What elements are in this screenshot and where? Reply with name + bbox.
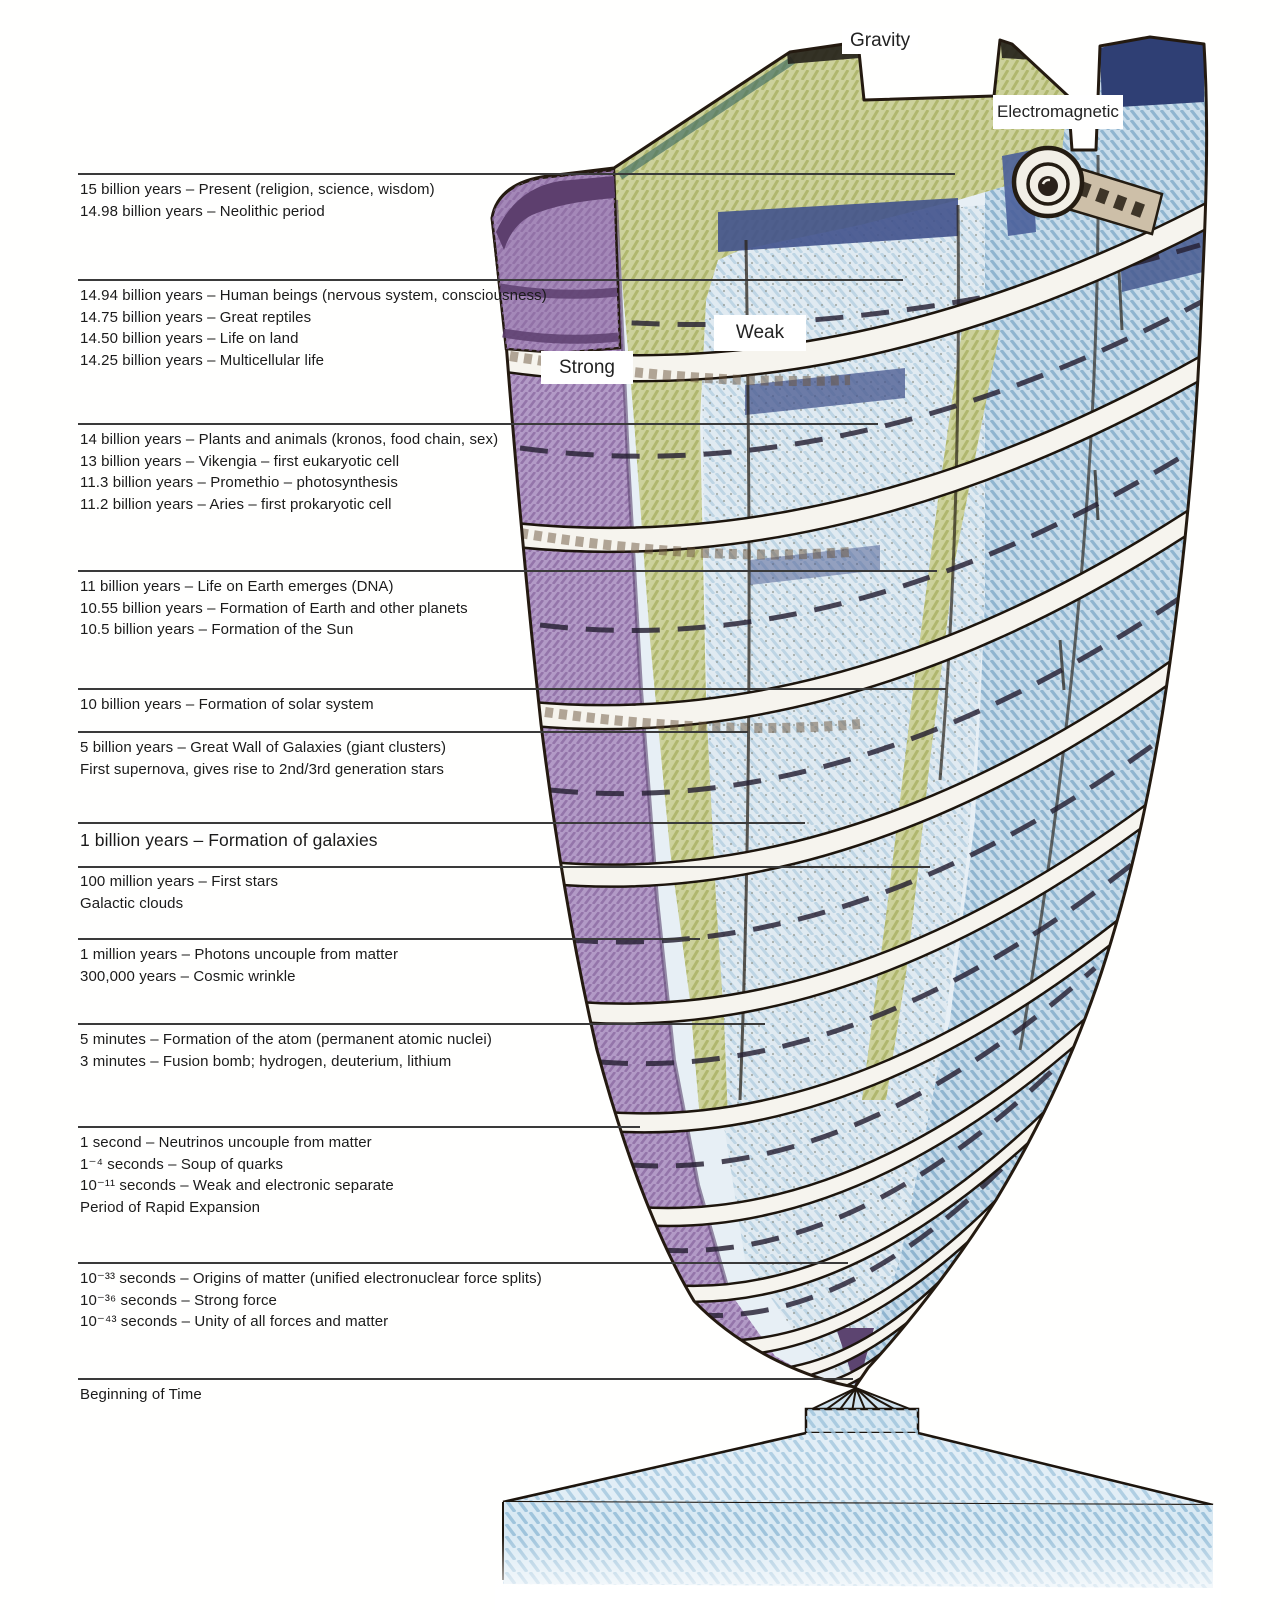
- timeline-entry: 300,000 years – Cosmic wrinkle: [80, 967, 296, 985]
- leader-lines: [78, 173, 955, 1380]
- force-label-strong: Strong: [541, 351, 633, 384]
- timeline-entry: 14.75 billion years – Great reptiles: [80, 308, 312, 326]
- timeline-group: 5 billion years – Great Wall of Galaxies…: [80, 737, 446, 780]
- timeline-entry: 1⁻⁴ seconds – Soup of quarks: [80, 1155, 284, 1173]
- timeline-entry: 3 minutes – Fusion bomb; hydrogen, deute…: [80, 1052, 452, 1070]
- timeline-entry: 10.55 billion years – Formation of Earth…: [80, 599, 468, 617]
- timeline-entry: 14 billion years – Plants and animals (k…: [80, 431, 499, 448]
- em-coil: [1002, 145, 1164, 236]
- timeline-entry: 13 billion years – Vikengia – first euka…: [80, 452, 400, 470]
- timeline-group: 100 million years – First stars Galactic…: [80, 871, 278, 914]
- timeline-group: 14 billion years – Plants and animals (k…: [80, 429, 498, 515]
- timeline-group: 10 billion years – Formation of solar sy…: [80, 694, 374, 716]
- timeline-entry: 14.50 billion years – Life on land: [80, 330, 299, 347]
- timeline-entry: 10⁻³³ seconds – Origins of matter (unifi…: [80, 1270, 542, 1287]
- timeline-entry: 14.98 billion years – Neolithic period: [80, 202, 325, 220]
- base-pyramid: [495, 1431, 1221, 1610]
- force-label-electromagnetic: Electromagnetic: [993, 95, 1123, 129]
- timeline-group: Beginning of Time: [80, 1384, 202, 1406]
- timeline-entry: 1 second – Neutrinos uncouple from matte…: [80, 1134, 372, 1151]
- timeline-entry: 1 billion years – Formation of galaxies: [80, 830, 378, 850]
- timeline-entry: 5 minutes – Formation of the atom (perma…: [80, 1031, 492, 1048]
- timeline-entry: 10⁻⁴³ seconds – Unity of all forces and …: [80, 1313, 389, 1330]
- timeline-group: 1 billion years – Formation of galaxies: [80, 828, 378, 852]
- timeline-group: 1 million years – Photons uncouple from …: [80, 944, 398, 987]
- timeline-entry: 14.25 billion years – Multicellular life: [80, 351, 325, 369]
- timeline-entry: 11 billion years – Life on Earth emerges…: [80, 578, 394, 595]
- force-label-gravity: Gravity: [842, 28, 919, 54]
- timeline-entry: 5 billion years – Great Wall of Galaxies…: [80, 739, 447, 756]
- timeline-entry: First supernova, gives rise to 2nd/3rd g…: [80, 760, 445, 778]
- timeline-group: 14.94 billion years – Human beings (nerv…: [80, 285, 547, 371]
- timeline-entry: 10.5 billion years – Formation of the Su…: [80, 621, 354, 638]
- timeline-group: 10⁻³³ seconds – Origins of matter (unifi…: [80, 1268, 542, 1333]
- timeline-entry: Galactic clouds: [80, 894, 184, 912]
- timeline-entry: Period of Rapid Expansion: [80, 1198, 261, 1216]
- timeline-entry: 11.2 billion years – Aries – first proka…: [80, 495, 392, 513]
- timeline-entry: 1 million years – Photons uncouple from …: [80, 946, 399, 963]
- timeline-group: 1 second – Neutrinos uncouple from matte…: [80, 1132, 394, 1218]
- timeline-entry: 11.3 billion years – Promethio – photosy…: [80, 474, 398, 491]
- purple-flap: [490, 168, 622, 355]
- timeline-entry: 100 million years – First stars: [80, 873, 279, 890]
- timeline-entry: 15 billion years – Present (religion, sc…: [80, 181, 435, 198]
- timeline-entry: 14.94 billion years – Human beings (nerv…: [80, 287, 547, 304]
- force-label-weak: Weak: [714, 315, 806, 351]
- timeline-group: 5 minutes – Formation of the atom (perma…: [80, 1029, 492, 1072]
- timeline-entry: Beginning of Time: [80, 1386, 202, 1403]
- base-plinth: [804, 1407, 920, 1435]
- tip-fan: [806, 1387, 918, 1413]
- timeline-entry: 10⁻³⁶ seconds – Strong force: [80, 1291, 277, 1309]
- timeline-entry: 10⁻¹¹ seconds – Weak and electronic sepa…: [80, 1177, 394, 1194]
- timeline-entry: 10 billion years – Formation of solar sy…: [80, 696, 374, 713]
- timeline-group: 15 billion years – Present (religion, sc…: [80, 179, 435, 222]
- timeline-group: 11 billion years – Life on Earth emerges…: [80, 576, 468, 641]
